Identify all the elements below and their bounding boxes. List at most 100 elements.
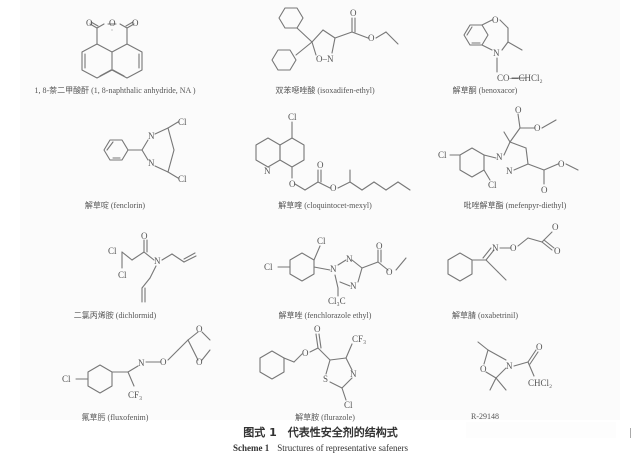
structure-flurazole: O O CF₃ N S Cl — [259, 324, 366, 410]
compound-label: 解草酮 (benoxacor) — [452, 86, 518, 95]
compound-naphthalic-anhydride: O O O 1, 8-萘二甲酸酐 (1, 8-naphthalic anhydr… — [10, 0, 220, 100]
atom-o2: O — [552, 222, 559, 232]
atom-n3: N — [350, 281, 357, 291]
atom-o1: O — [480, 364, 487, 374]
figure-caption: Structures of representative safeners — [277, 443, 408, 453]
atom-o1: O — [350, 8, 357, 18]
atom-o1: O — [86, 18, 93, 28]
atom-o2: O — [386, 267, 393, 277]
compound-mefenpyr-diethyl: Cl Cl N N O O O O 吡唑解草酯 (mefenpyr-diethy… — [430, 100, 640, 210]
structure-mefenpyr-diethyl: Cl Cl N N O O O O — [438, 105, 579, 195]
compound-label: R-29148 — [471, 412, 499, 421]
compound-label: 解草胺 (flurazole) — [295, 413, 355, 422]
atom-n1: N — [330, 264, 337, 274]
atom-cl2: Cl — [118, 270, 127, 280]
compound-cloquintocet-mexyl: Cl N O O O 解草喹 (cloquintocet-mexyl) — [220, 100, 430, 210]
scan-artifact-mark — [630, 428, 631, 438]
atom-o: O — [141, 231, 148, 241]
atom-cf3: CF₃ — [352, 334, 366, 344]
compound-label: 双苯噁唑酸 (isoxadifen-ethyl) — [275, 86, 375, 95]
structure-r29148: O N O CHCl₂ — [477, 341, 552, 391]
atom-n1: N — [148, 131, 155, 141]
figure-label: Scheme 1 — [233, 443, 270, 453]
figure-title-en: Scheme 1 Structures of representative saf… — [0, 443, 641, 453]
atom-o2: O — [196, 324, 203, 334]
compound-label: 解草腈 (oxabetrinil) — [452, 311, 518, 320]
atom-o2: O — [314, 324, 321, 334]
atom-cl: Cl — [62, 374, 71, 384]
atom-o1: O — [302, 348, 309, 358]
compound-fenclorin: N N Cl Cl 解草啶 (fenclorin) — [10, 100, 220, 210]
compound-r29148: O N O CHCl₂ R-29148 — [430, 320, 640, 421]
compound-oxabetrinil: N O O O 解草腈 (oxabetrinil) — [430, 210, 640, 320]
atom-o1: O — [376, 241, 383, 251]
compound-fluxofenim: Cl N O O O CF₃ 氟草肟 (fluxofenim) — [10, 320, 220, 422]
atom-cl2: Cl — [488, 180, 497, 190]
compound-benoxacor: O N CO—CHCl₂ 解草酮 (benoxacor) — [430, 0, 640, 100]
atom-o1: O — [510, 243, 517, 253]
atom-o2: O — [536, 342, 543, 352]
atom-n: N — [492, 243, 499, 253]
atom-n2: N — [148, 158, 155, 168]
structure-fluxofenim: Cl N O O O CF₃ — [62, 324, 211, 400]
atom-o1: O — [515, 105, 522, 115]
structure-naphthalic-anhydride: O O O — [81, 18, 143, 79]
structure-fenchlorazole-ethyl: Cl Cl N N N O O Cl₃C — [264, 236, 407, 306]
atom-s: S — [323, 374, 328, 384]
compound-fenchlorazole-ethyl: Cl Cl N N N O O Cl₃C 解草唑 (fenchlorazole … — [220, 210, 430, 320]
atom-n: N — [264, 166, 271, 176]
atom-cl1: Cl — [108, 246, 117, 256]
atom-n2: N — [506, 166, 513, 176]
compound-label: 吡唑解草酯 (mefenpyr-diethyl) — [463, 201, 567, 210]
atom-o4: O — [541, 185, 548, 195]
figure-title-cn: 图式 1 代表性安全剂的结构式 — [243, 426, 398, 439]
atom-cl: Cl — [344, 400, 353, 410]
atom-n: N — [154, 256, 161, 266]
atom-o3: O — [558, 159, 565, 169]
atom-cl: Cl — [288, 112, 297, 122]
structure-isoxadifen-ethyl: O–N O O — [271, 7, 399, 71]
structure-fenclorin: N N Cl Cl — [103, 117, 187, 184]
atom-cl2: Cl — [178, 174, 187, 184]
compound-label: 氟草肟 (fluxofenim) — [81, 413, 149, 422]
atom-n: N — [350, 369, 357, 379]
atom-o1: O — [289, 179, 296, 189]
atom-o: O — [492, 15, 499, 25]
atom-o2: O — [317, 160, 324, 170]
atom-cl2: Cl — [264, 262, 273, 272]
compound-label: 解草喹 (cloquintocet-mexyl) — [278, 201, 372, 210]
atom-n2: N — [346, 254, 353, 264]
compound-isoxadifen-ethyl: O–N O O 双苯噁唑酸 (isoxadifen-ethyl) — [220, 0, 430, 100]
compound-label: 二氯丙烯胺 (dichlormid) — [73, 311, 157, 320]
atom-n: N — [138, 358, 145, 368]
atom-ccl3: Cl₃C — [328, 296, 346, 306]
structure-cloquintocet-mexyl: Cl N O O O — [255, 112, 411, 193]
compound-flurazole: O O CF₃ N S Cl 解草胺 (flurazole) — [220, 320, 430, 422]
scan-artifact — [466, 422, 616, 438]
atom-o1: O — [160, 357, 167, 367]
atom-o3: O — [132, 18, 139, 28]
atom-n: N — [506, 361, 513, 371]
atom-cl1: Cl — [178, 117, 187, 127]
atom-o2: O — [109, 18, 116, 28]
compound-dichlormid: Cl Cl O N 二氯丙烯胺 (dichlormid) — [10, 210, 220, 320]
structure-benoxacor: O N CO—CHCl₂ — [463, 15, 543, 83]
atom-cf3: CF₃ — [128, 390, 142, 400]
atom-cl1: Cl — [438, 150, 447, 160]
atom-cl1: Cl — [317, 236, 326, 246]
atom-o3: O — [330, 183, 337, 193]
compound-label: 解草唑 (fenchlorazole ethyl) — [278, 311, 372, 320]
atom-n1: N — [496, 152, 503, 162]
atom-chcl2: CHCl₂ — [528, 378, 552, 388]
structure-oxabetrinil: N O O O — [447, 222, 561, 282]
atom-ring: O–N — [316, 54, 334, 64]
atom-acyl: CO—CHCl₂ — [497, 73, 543, 83]
atom-n: N — [493, 48, 500, 58]
compound-label: 解草啶 (fenclorin) — [84, 201, 146, 210]
atom-o3: O — [196, 357, 203, 367]
compound-label: 1, 8-萘二甲酸酐 (1, 8-naphthalic anhydride, N… — [34, 86, 196, 95]
atom-o2: O — [534, 123, 541, 133]
atom-o3: O — [554, 246, 561, 256]
structure-dichlormid: Cl Cl O N — [108, 231, 197, 303]
atom-o2: O — [368, 33, 375, 43]
